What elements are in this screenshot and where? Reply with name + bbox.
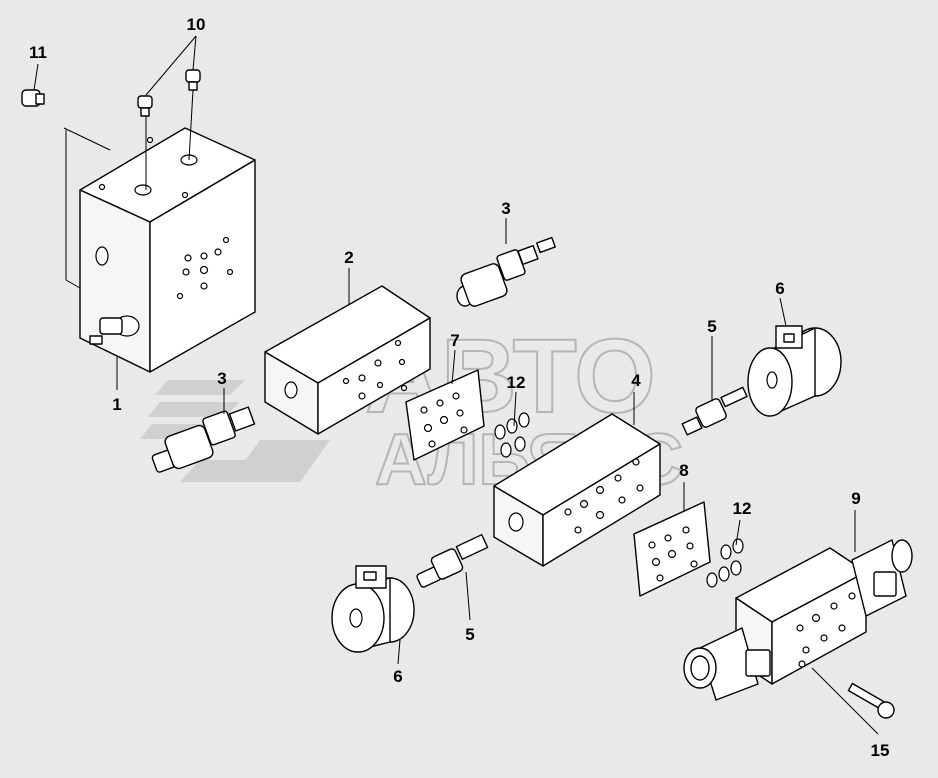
- part-6-coil-lower: [331, 565, 415, 653]
- part-5-tube-upper: [681, 386, 748, 436]
- part-9-directional-valve: [683, 539, 913, 701]
- callout-4: 4: [631, 371, 641, 390]
- callout-2: 2: [344, 248, 353, 267]
- callout-5-lower: 5: [465, 625, 474, 644]
- part-8-gasket: [633, 501, 711, 597]
- callout-6-upper: 6: [775, 279, 784, 298]
- part-3-valve-top: [456, 236, 556, 307]
- leader-lines: [33, 35, 879, 735]
- part-10-screws: [137, 69, 201, 117]
- part-2-plate: [264, 285, 431, 435]
- callout-3-top: 3: [501, 199, 510, 218]
- part-6-coil-upper: [747, 325, 842, 417]
- callout-15: 15: [871, 741, 890, 760]
- callout-11: 11: [29, 43, 47, 62]
- part-5-tube-lower: [416, 534, 489, 588]
- part-7-gasket: [405, 369, 485, 461]
- callout-3-left: 3: [217, 369, 226, 388]
- part-11-plug: [21, 89, 45, 107]
- callout-10: 10: [187, 15, 206, 34]
- callout-8: 8: [679, 461, 688, 480]
- part-12-orings-lower: [706, 538, 744, 588]
- callout-labels: 1 2 3 3 4 5 5 6 6 7 8 9 10 11 12 12 15: [29, 15, 889, 760]
- callout-6-lower: 6: [393, 667, 402, 686]
- part-1-manifold-block: [79, 127, 256, 373]
- part-4-valve-body: [493, 413, 661, 567]
- callout-9: 9: [851, 489, 860, 508]
- callout-5-upper: 5: [707, 317, 716, 336]
- callout-12-lower: 12: [733, 499, 752, 518]
- part-3-valve-left: [151, 406, 256, 473]
- callout-7: 7: [450, 331, 459, 350]
- part-12-orings-upper: [494, 412, 530, 458]
- callout-12-upper: 12: [507, 373, 526, 392]
- callout-1: 1: [112, 395, 121, 414]
- part-15-bolt: [847, 682, 895, 719]
